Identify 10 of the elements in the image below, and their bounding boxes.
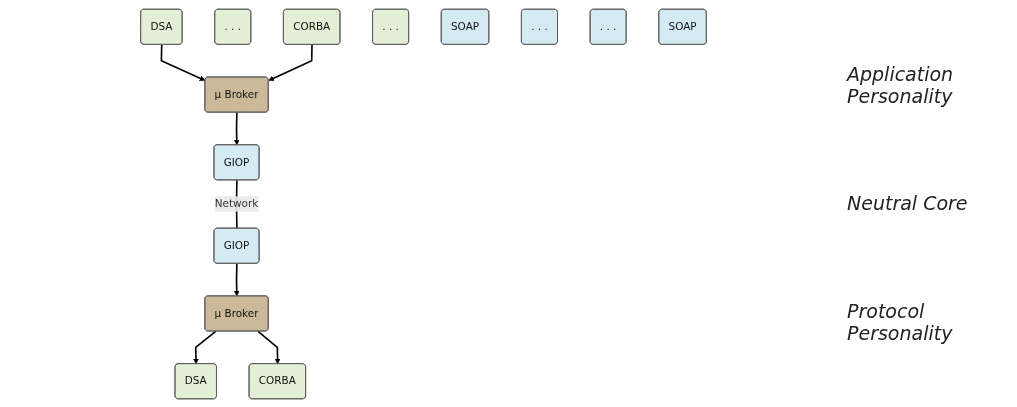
arrow	[233, 262, 240, 296]
arrow	[233, 111, 240, 145]
arrow	[160, 43, 206, 81]
arrow	[257, 330, 281, 364]
edge-label: Network	[214, 196, 259, 210]
row-label: Neutral Core	[847, 192, 969, 215]
row-label: Protocol Personality	[847, 300, 954, 345]
arrow	[268, 43, 313, 81]
row-label: Application Personality	[847, 62, 955, 107]
arrow	[193, 330, 217, 364]
